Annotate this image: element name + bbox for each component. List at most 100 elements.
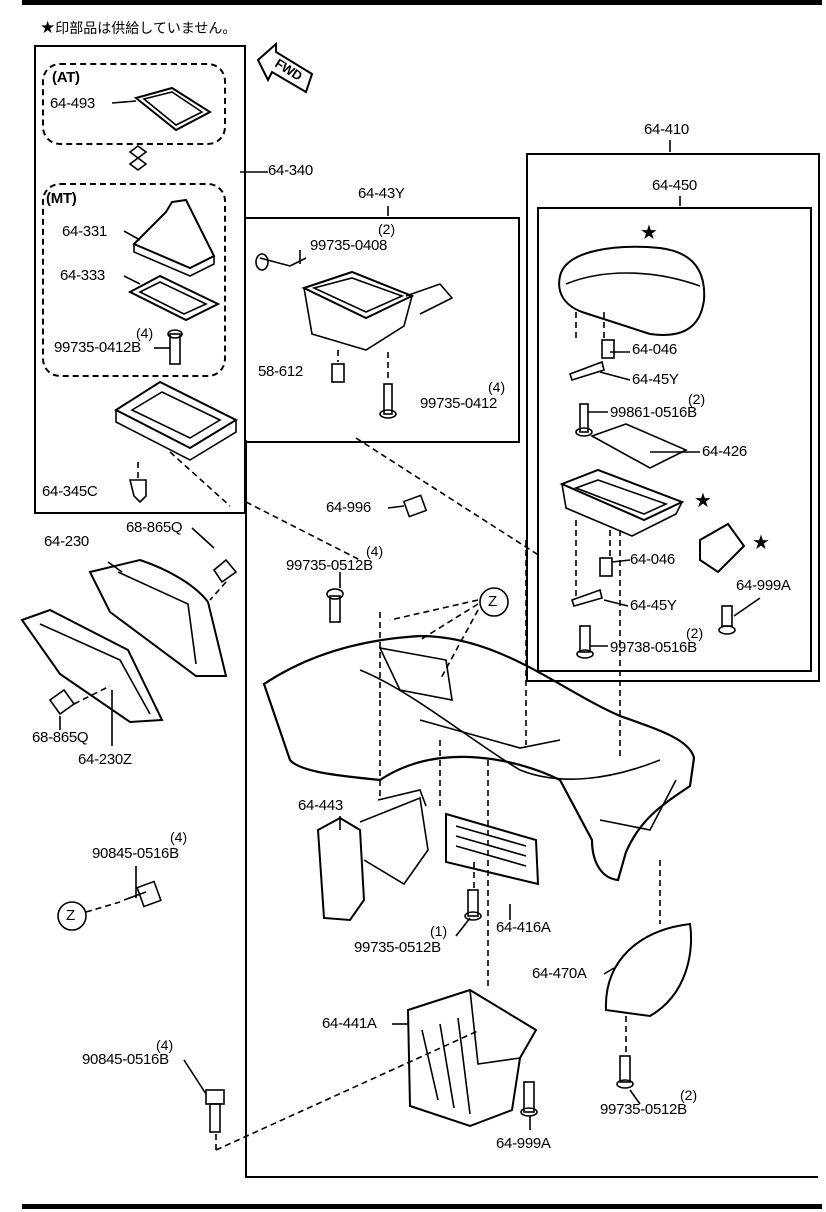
at-variant-frame xyxy=(42,63,226,145)
part-68-865q-b: 68-865Q xyxy=(32,729,89,746)
part-64-45y-a: 64-45Y xyxy=(632,371,679,388)
clip-64-345c-shape xyxy=(128,479,147,504)
qty-99738: (2) xyxy=(686,625,704,641)
side-panel-64-230-shape xyxy=(88,558,228,677)
part-99735-0412b: 99735-0412B xyxy=(54,339,141,356)
clip-68-865q-b-shape xyxy=(48,688,76,716)
armrest-lid-shape xyxy=(558,245,706,336)
console-body-shape xyxy=(262,634,696,882)
part-64-999a-b: 64-999A xyxy=(496,1135,551,1152)
cover-64-470a-shape xyxy=(604,922,693,1018)
shift-panel-shape xyxy=(113,380,239,461)
group-64-450-frame xyxy=(537,207,812,672)
part-64-470a: 64-470A xyxy=(532,965,587,982)
bolt-90845-0516b-b-shape xyxy=(205,1089,225,1133)
z-leader-lines xyxy=(389,599,479,681)
screw-99735-0512b-c-shape xyxy=(616,1055,634,1089)
mt-shift-boot-shape xyxy=(123,198,216,277)
group-64-410-frame xyxy=(526,153,820,682)
at-label: (AT) xyxy=(52,69,80,86)
star-not-supplied-1: ★ xyxy=(640,220,658,244)
fwd-arrow-icon xyxy=(256,41,314,94)
part-58-612: 58-612 xyxy=(258,363,303,380)
part-64-416a: 64-416A xyxy=(496,919,551,936)
note-text: 印部品は供給していません。 xyxy=(55,21,237,37)
part-99735-0512b-a: 99735-0512B xyxy=(286,557,373,574)
part-64-046-b: 64-046 xyxy=(630,551,675,568)
screw-99735-0512b-b-shape xyxy=(464,889,482,921)
screw-64-999a-small-shape xyxy=(718,605,736,635)
part-64-331: 64-331 xyxy=(62,223,107,240)
note-star: ★ xyxy=(40,18,56,38)
part-64-340: 64-340 xyxy=(268,162,313,179)
part-99735-0408: 99735-0408 xyxy=(310,237,388,254)
at-shift-frame-shape xyxy=(111,86,212,132)
part-99738-0516b: 99738-0516B xyxy=(610,639,697,656)
clip-58-612-shape xyxy=(331,363,345,383)
storage-tray-shape xyxy=(559,468,685,537)
star-not-supplied-3: ★ xyxy=(752,530,770,554)
star-not-supplied-2: ★ xyxy=(694,488,712,512)
part-64-046-a: 64-046 xyxy=(632,341,677,358)
vent-64-416a-shape xyxy=(445,812,540,886)
part-64-999a-a: 64-999A xyxy=(736,577,791,594)
part-64-441a: 64-441A xyxy=(322,1015,377,1032)
part-64-410: 64-410 xyxy=(644,121,689,138)
part-90845-0516b-b: 90845-0516B xyxy=(82,1051,169,1068)
bolt-90845-0516b-a-shape xyxy=(123,880,162,908)
part-68-865q-a: 68-865Q xyxy=(126,519,183,536)
qty-0408: (2) xyxy=(378,221,396,237)
part-64-450: 64-450 xyxy=(652,177,697,194)
hinge-64-046-b-shape xyxy=(570,557,613,607)
part-90845-0516b-a: 90845-0516B xyxy=(92,845,179,862)
cap-64-996-shape xyxy=(402,494,428,518)
latch-64-999a-shape xyxy=(699,522,746,574)
top-border xyxy=(22,0,822,5)
screw-64-999a-bin-shape xyxy=(520,1081,538,1117)
z-callout-a: Z xyxy=(488,593,497,610)
side-cover-64-230z-shape xyxy=(20,608,164,724)
z-callout-b: Z xyxy=(66,907,75,924)
part-99861-0516b: 99861-0516B xyxy=(610,404,697,421)
part-64-230: 64-230 xyxy=(44,533,89,550)
variant-swap-icon xyxy=(128,145,148,171)
qty-0512b-c: (2) xyxy=(680,1087,698,1103)
hinge-64-046-a-shape xyxy=(568,339,615,381)
screw-99735-0412-shape xyxy=(379,383,397,419)
part-64-493: 64-493 xyxy=(50,95,95,112)
qty-90845-b: (4) xyxy=(156,1037,174,1053)
tray-64-43y-shape xyxy=(301,270,454,351)
part-64-333: 64-333 xyxy=(60,267,105,284)
part-64-426: 64-426 xyxy=(702,443,747,460)
group-64-43y-frame xyxy=(244,217,520,443)
qty-0512b-a: (4) xyxy=(366,543,384,559)
screw-99735-0412b-shape xyxy=(154,329,183,365)
mt-frame-shape xyxy=(123,274,221,322)
part-99735-0512b-c: 99735-0512B xyxy=(600,1101,687,1118)
screw-99735-0408-shape xyxy=(255,253,307,271)
qty-99861: (2) xyxy=(688,391,706,407)
mt-variant-frame xyxy=(42,183,226,377)
screw-99738-0516b-shape xyxy=(576,625,594,659)
screw-99861-0516b-shape xyxy=(575,403,593,437)
z-callout-b-circle xyxy=(57,901,87,931)
qty-0512b-b: (1) xyxy=(430,923,448,939)
z-callout-a-circle xyxy=(479,587,509,617)
bottom-border xyxy=(22,1204,822,1209)
part-64-345c: 64-345C xyxy=(42,483,98,500)
part-64-996: 64-996 xyxy=(326,499,371,516)
part-64-43y: 64-43Y xyxy=(358,185,405,202)
screw-99735-0512b-a-shape xyxy=(326,588,344,623)
bin-64-441a-shape xyxy=(406,988,538,1128)
part-64-230z: 64-230Z xyxy=(78,751,132,768)
console-main-frame xyxy=(245,440,818,1178)
qty-0412: (4) xyxy=(488,379,506,395)
pad-64-426-shape xyxy=(590,423,688,469)
clip-68-865q-a-shape xyxy=(212,558,238,584)
qty-0412b: (4) xyxy=(136,325,154,341)
supply-note: ★印部品は供給していません。 xyxy=(40,18,236,38)
part-64-443: 64-443 xyxy=(298,797,343,814)
part-99735-0412: 99735-0412 xyxy=(420,395,498,412)
qty-90845-a: (4) xyxy=(170,829,188,845)
